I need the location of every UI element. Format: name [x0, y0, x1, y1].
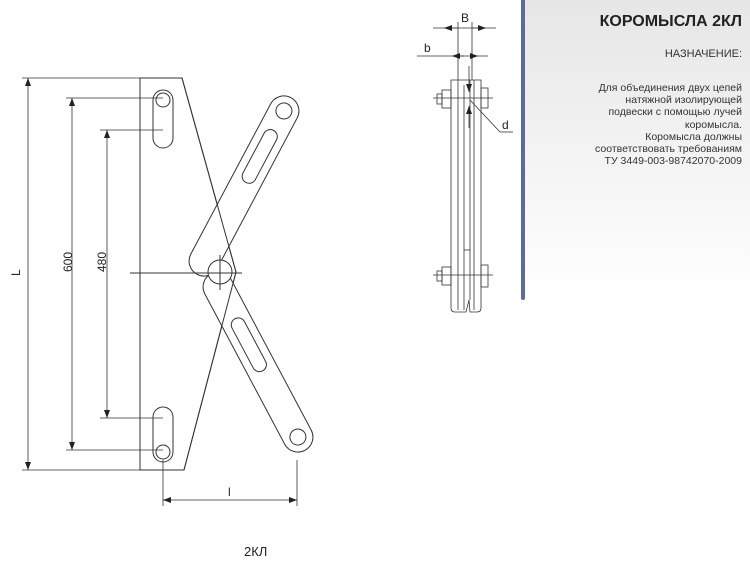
side-view [417, 22, 513, 313]
description-line: ТУ 3449-003-98742070-2009 [604, 155, 742, 168]
dim-L-label: L [9, 269, 23, 276]
description-line: натяжной изолирующей [625, 94, 742, 107]
description-line: Для объединения двух цепей [598, 82, 742, 94]
technical-drawing: L 600 480 l B b d [9, 11, 513, 506]
accent-bar [521, 0, 525, 300]
dim-d-label: d [502, 118, 509, 132]
drawing-caption: 2КЛ [244, 544, 268, 559]
product-title: КОРОМЫСЛА 2КЛ [599, 13, 742, 30]
dim-B-label: B [461, 11, 469, 25]
front-view [130, 77, 314, 471]
info-panel: КОРОМЫСЛА 2КЛ НАЗНАЧЕНИЕ: Для объединени… [521, 0, 750, 300]
description-line: подвески с помощью лучей [608, 106, 742, 119]
dim-600-label: 600 [61, 252, 75, 272]
description-line: соответствовать требованиям [595, 143, 742, 156]
description-line: Коромысла должны [645, 130, 742, 143]
dim-b-label: b [424, 41, 431, 55]
dimensions [22, 77, 298, 506]
dim-l-label: l [228, 485, 231, 499]
dim-480-label: 480 [95, 252, 109, 272]
purpose-heading: НАЗНАЧЕНИЕ: [664, 48, 742, 60]
description-line: коромысла. [684, 118, 742, 131]
purpose-description: Для объединения двух цепей натяжной изол… [532, 82, 742, 167]
